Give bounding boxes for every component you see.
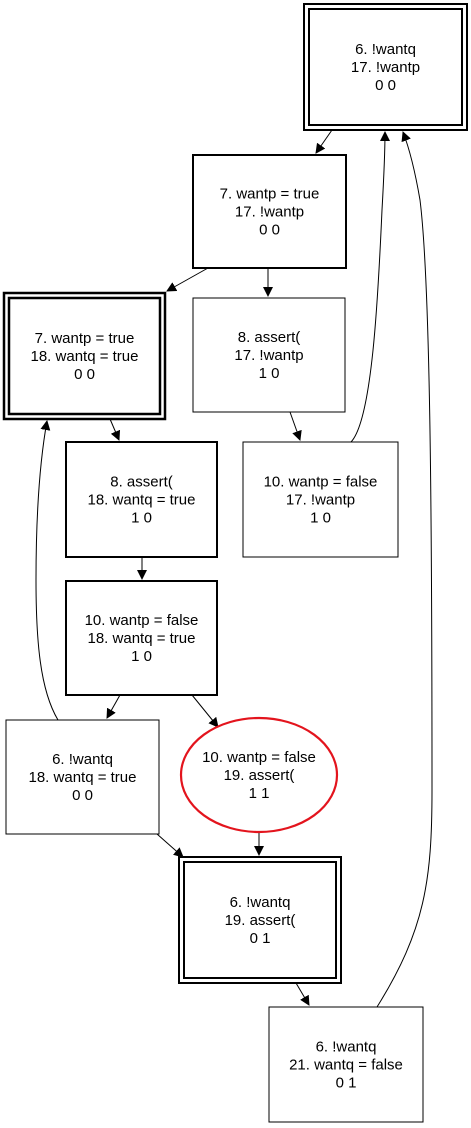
edge-n1-to-n2 <box>315 129 333 154</box>
node-label-line: 7. wantp = true <box>220 186 320 203</box>
node-label-line: 17. !wantp <box>351 59 420 76</box>
node-border <box>192 297 346 413</box>
edge-n7-to-n9 <box>191 694 219 728</box>
node-border <box>192 154 347 269</box>
node-label-line: 10. wantp = false <box>202 749 316 766</box>
node-label-line: 0 0 <box>375 77 396 94</box>
node-label-line: 17. !wantp <box>234 347 303 364</box>
node-label-line: 1 0 <box>259 365 280 382</box>
node-label-line: 0 1 <box>250 930 271 947</box>
node-border <box>7 296 162 416</box>
node-label-line: 18. wantq = true <box>29 769 137 786</box>
node-label-line: 17. !wantp <box>235 204 304 221</box>
node-border <box>268 1006 424 1123</box>
node-label-line: 17. !wantp <box>286 492 355 509</box>
node-label-line: 6. !wantq <box>316 1039 377 1056</box>
node-label-line: 8. assert( <box>110 474 173 491</box>
node-border <box>183 861 337 979</box>
node-label-line: 1 0 <box>131 510 152 527</box>
edge-n3-to-n6 <box>109 418 121 441</box>
node-label-line: 8. assert( <box>238 329 301 346</box>
edge-layer <box>35 129 433 1008</box>
node-label-line: 18. wantq = true <box>31 348 139 365</box>
node-border <box>242 441 399 558</box>
edge-n2-to-n3 <box>166 267 209 292</box>
node-label-line: 10. wantp = false <box>85 612 199 629</box>
edge-n8-to-n3 <box>35 420 59 721</box>
node-label-line: 0 0 <box>74 366 95 383</box>
node-label-line: 0 1 <box>336 1075 357 1092</box>
node-label-line: 1 0 <box>310 510 331 527</box>
node-label-line: 19. assert( <box>224 767 295 784</box>
node-border <box>65 580 218 696</box>
node-label-line: 0 0 <box>259 222 280 239</box>
node-label-line: 10. wantp = false <box>264 474 378 491</box>
node-label-line: 1 1 <box>249 785 270 802</box>
edge-n7-to-n8 <box>106 694 121 719</box>
node-label-line: 18. wantq = true <box>88 492 196 509</box>
node-label-line: 7. wantp = true <box>35 330 135 347</box>
edge-n8-to-n10 <box>156 833 184 858</box>
node-label-line: 21. wantq = false <box>289 1057 403 1074</box>
node-label-line: 6. !wantq <box>355 41 416 58</box>
node-label-line: 6. !wantq <box>52 751 113 768</box>
node-label-line: 0 0 <box>72 787 93 804</box>
node-shape <box>179 716 339 834</box>
node-border <box>65 441 218 558</box>
node-label-line: 1 0 <box>131 648 152 665</box>
node-border <box>5 719 160 835</box>
node-label-line: 19. assert( <box>225 912 296 929</box>
node-label-line: 18. wantq = true <box>88 630 196 647</box>
edge-n4-to-n5 <box>289 411 302 441</box>
node-label-line: 6. !wantq <box>230 894 291 911</box>
edge-n11-to-n1 <box>376 131 433 1008</box>
node-border <box>308 8 463 126</box>
edge-n10-to-n11 <box>295 982 310 1006</box>
edge-n5-to-n1 <box>350 131 390 443</box>
